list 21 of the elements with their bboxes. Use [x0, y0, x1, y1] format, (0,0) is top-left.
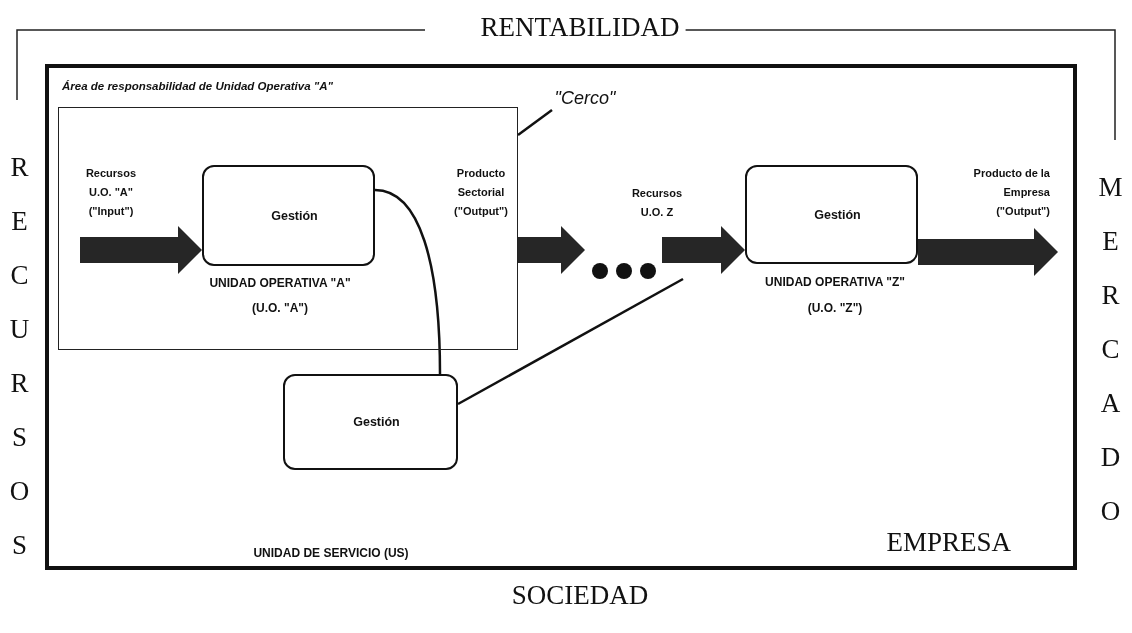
- side-label: MERCADO: [1097, 171, 1124, 528]
- connector-line: [374, 188, 442, 375]
- unit-caption: UNIDAD OPERATIVA "A": [208, 276, 352, 290]
- unit-caption: UNIDAD OPERATIVA "Z": [764, 275, 906, 289]
- block-arrow: [518, 226, 585, 274]
- block-arrow: [80, 226, 202, 274]
- leader-line: [517, 109, 553, 136]
- unit-caption: (U.O. "A"): [250, 301, 309, 315]
- frame-title: EMPRESA: [886, 527, 1011, 558]
- block-arrow: [918, 228, 1058, 276]
- block-arrow: [662, 226, 745, 274]
- area-heading: Área de responsabilidad de Unidad Operativa "A": [62, 80, 333, 92]
- unit-caption: (U.O. "Z"): [806, 301, 864, 315]
- process-box: Gestión: [283, 374, 458, 470]
- connector-line: [457, 277, 684, 406]
- side-label: RECURSOS: [8, 151, 31, 562]
- company-frame: [45, 64, 1077, 570]
- process-box: Gestión: [745, 165, 918, 264]
- process-box: Gestión: [202, 165, 375, 266]
- callout-text: "Cerco": [554, 87, 616, 109]
- unit-caption: UNIDAD DE SERVICIO (US): [252, 546, 410, 560]
